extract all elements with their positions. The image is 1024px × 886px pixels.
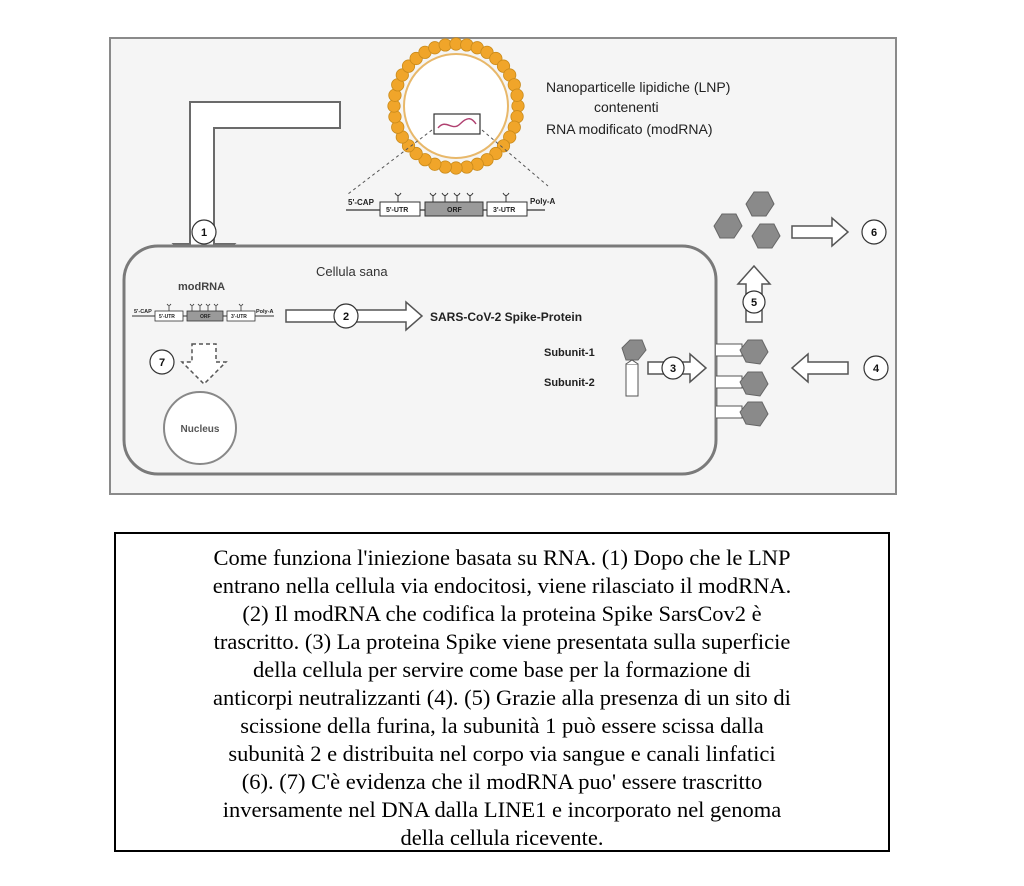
svg-text:1: 1 bbox=[201, 227, 207, 239]
nucleus-label: Nucleus bbox=[181, 424, 220, 435]
step-5-badge: 5 bbox=[742, 290, 766, 314]
psi-marks bbox=[394, 192, 510, 202]
subunit1-label: Subunit-1 bbox=[544, 347, 595, 359]
caption-line: della cellula per servire come base per … bbox=[253, 657, 751, 682]
orf-label: ORF bbox=[447, 207, 463, 214]
caption-line: subunità 2 e distribuita nel corpo via s… bbox=[228, 741, 776, 766]
caption-box: Come funziona l'iniezione basata su RNA.… bbox=[114, 532, 890, 852]
step-3-badge: 3 bbox=[661, 356, 685, 380]
caption-line: della cellula ricevente. bbox=[400, 825, 604, 850]
lipid-nanoparticle bbox=[387, 37, 525, 175]
caption-line: (6). (7) C'è evidenza che il modRNA puo'… bbox=[241, 769, 763, 794]
step-6-badge: 6 bbox=[861, 219, 887, 245]
rna-injection-diagram: Nanoparticelle lipidiche (LNP) contenent… bbox=[109, 37, 897, 495]
step-1-badge: 1 bbox=[191, 219, 217, 245]
utr5-label-small: 5'-UTR bbox=[159, 314, 175, 320]
step-7-badge: 7 bbox=[149, 349, 175, 375]
subunit2-stalk-icon bbox=[625, 363, 639, 397]
caption-line: entrano nella cellula via endocitosi, vi… bbox=[212, 573, 792, 598]
lipid-head bbox=[510, 88, 524, 102]
cell-label: Cellula sana bbox=[316, 264, 388, 279]
svg-text:6: 6 bbox=[871, 227, 877, 239]
zoom-line-right bbox=[481, 129, 549, 187]
reverse-transcription-arrow bbox=[180, 343, 228, 386]
modrna-label: modRNA bbox=[178, 281, 225, 293]
svg-text:2: 2 bbox=[343, 311, 349, 323]
subunit2-label: Subunit-2 bbox=[544, 377, 595, 389]
released-subunits bbox=[713, 191, 781, 249]
mrna-construct-small: 5'-CAP 5'-UTR ORF 3'-UTR Poly-A bbox=[132, 303, 274, 322]
svg-text:4: 4 bbox=[873, 363, 880, 375]
utr3-label: 3'-UTR bbox=[493, 207, 515, 214]
utr3-label-small: 3'-UTR bbox=[231, 314, 247, 320]
modrna-strand-icon bbox=[433, 113, 481, 135]
nucleus bbox=[163, 391, 237, 465]
svg-text:3: 3 bbox=[670, 363, 676, 375]
svg-text:7: 7 bbox=[159, 357, 165, 369]
surface-spike-proteins bbox=[716, 339, 769, 427]
cap-label: 5'-CAP bbox=[348, 198, 375, 207]
caption-line: (2) Il modRNA che codifica la proteina S… bbox=[242, 601, 762, 626]
orf-label-small: ORF bbox=[200, 314, 211, 320]
antibody-arrow bbox=[790, 352, 849, 384]
mrna-construct-large: 5'-CAP 5'-UTR ORF 3'-UTR Poly-A bbox=[346, 192, 556, 217]
polya-label-small: Poly-A bbox=[256, 309, 273, 315]
caption-line: anticorpi neutralizzanti (4). (5) Grazie… bbox=[213, 685, 791, 710]
lnp-label-line2: contenenti bbox=[594, 99, 659, 115]
caption-line: inversamente nel DNA dalla LINE1 e incor… bbox=[222, 797, 782, 822]
cell-membrane bbox=[122, 244, 718, 476]
caption-line: scissione della furina, la subunità 1 pu… bbox=[240, 713, 764, 738]
subunit1-hexagon-icon bbox=[621, 339, 647, 361]
lnp-label-line3: RNA modificato (modRNA) bbox=[546, 121, 713, 137]
caption-text: Come funziona l'iniezione basata su RNA.… bbox=[116, 534, 888, 852]
caption-line: trascritto. (3) La proteina Spike viene … bbox=[213, 629, 791, 654]
spike-protein-label: SARS-CoV-2 Spike-Protein bbox=[430, 310, 582, 324]
distribution-arrow bbox=[791, 216, 850, 248]
step-4-badge: 4 bbox=[863, 355, 889, 381]
lnp-label-line1: Nanoparticelle lipidiche (LNP) bbox=[546, 79, 730, 95]
caption-line: Come funziona l'iniezione basata su RNA.… bbox=[213, 545, 791, 570]
utr5-label: 5'-UTR bbox=[386, 207, 408, 214]
cap-label-small: 5'-CAP bbox=[134, 309, 152, 315]
step-2-badge: 2 bbox=[333, 303, 359, 329]
svg-text:5: 5 bbox=[751, 297, 757, 309]
polya-label: Poly-A bbox=[530, 197, 556, 206]
